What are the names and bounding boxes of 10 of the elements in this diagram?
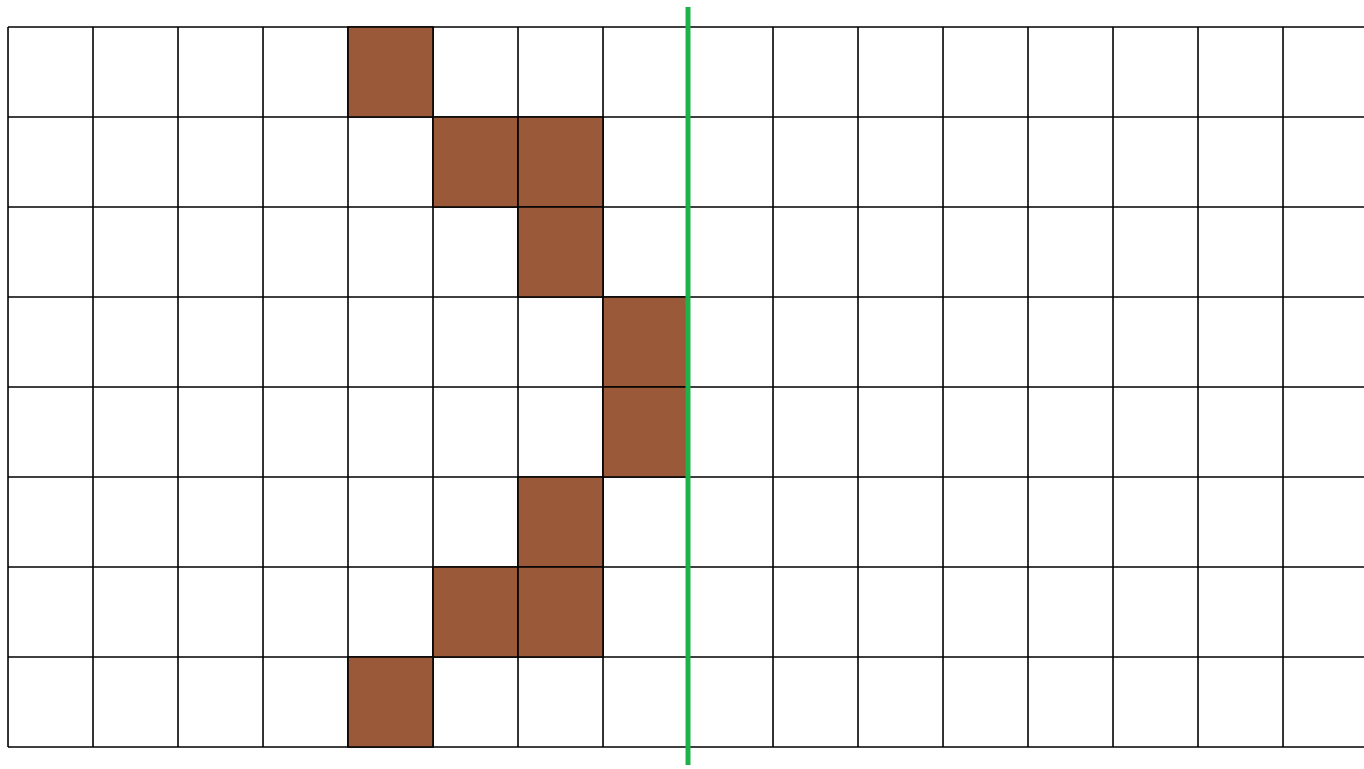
filled-square — [432, 116, 519, 208]
filled-square — [517, 206, 604, 298]
filled-square — [432, 566, 519, 658]
filled-square — [602, 296, 689, 388]
filled-square — [517, 566, 604, 658]
filled-square — [602, 386, 689, 478]
filled-square — [517, 116, 604, 208]
filled-square — [347, 26, 434, 118]
filled-square — [347, 656, 434, 748]
filled-square — [517, 476, 604, 568]
